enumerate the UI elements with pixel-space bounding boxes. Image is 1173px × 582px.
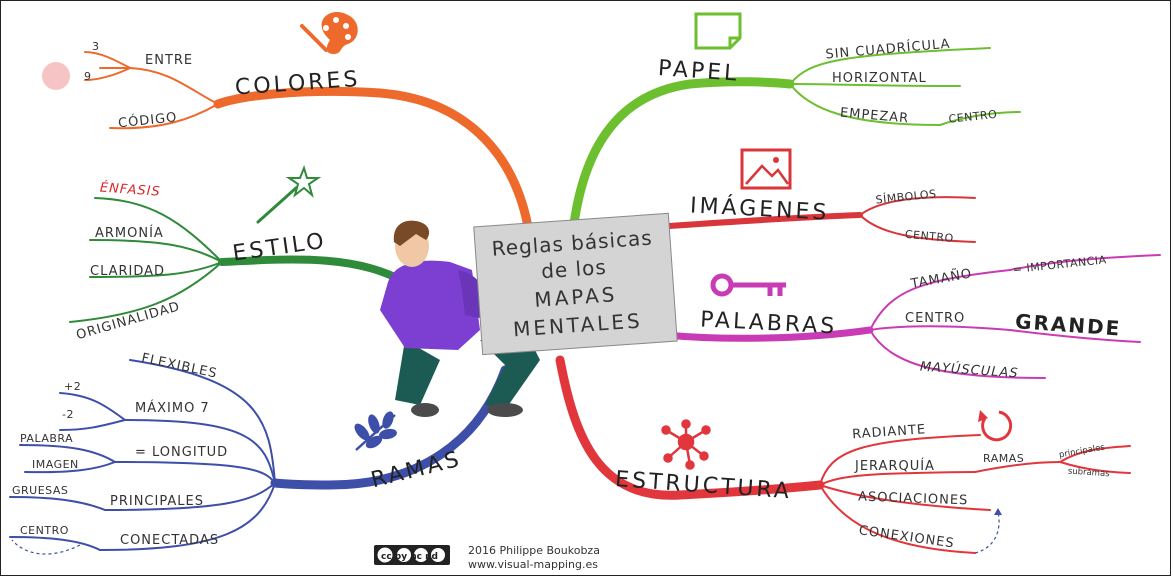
branch-palabras — [661, 326, 874, 342]
papel-label: PAPEL — [657, 56, 740, 87]
papel-subbranches — [789, 47, 1021, 126]
ramas-conectadas: CONECTADAS — [120, 533, 219, 548]
ramas-principales: PRINCIPALES — [110, 494, 204, 509]
palabras-centro: CENTRO — [905, 311, 965, 326]
estructura-dashed-connector — [974, 511, 1000, 554]
estilo-armonia: ARMONÍA — [95, 225, 164, 241]
palabras-subbranches — [869, 254, 1161, 379]
center-person-illustration — [380, 220, 540, 417]
refresh-icon — [978, 410, 1013, 442]
ramas-palabra: PALABRA — [20, 432, 73, 445]
estructura-subramas: subramas — [1067, 466, 1110, 479]
center-title-line2: de los — [540, 255, 607, 284]
ramas-longitud: = LONGITUD — [135, 445, 228, 460]
ramas-minus2: -2 — [62, 408, 74, 421]
branch-estilo — [218, 255, 414, 289]
estructura-subbranches — [819, 434, 1131, 554]
ramas-centro: CENTRO — [20, 524, 69, 537]
palabras-mayusculas: MAYÚSCULAS — [919, 359, 1019, 382]
branch-colores — [213, 86, 535, 245]
branch-estructura — [555, 355, 825, 500]
colores-entre: ENTRE — [145, 53, 193, 68]
arrowhead-icon — [994, 508, 1002, 515]
ramas-gruesas: GRUESAS — [12, 484, 68, 497]
imagenes-subbranches — [859, 196, 976, 243]
imagenes-centro: CENTRO — [904, 228, 954, 245]
estilo-subbranches — [69, 197, 223, 323]
credit-author[interactable]: 2016 Philippe Boukobza — [468, 544, 600, 557]
estructura-ramas: RAMAS — [983, 452, 1024, 465]
ramas-dashed-connector — [11, 539, 81, 555]
ramas-imagen: IMAGEN — [32, 458, 79, 471]
network-icon — [661, 419, 711, 470]
branch-ramas — [270, 365, 510, 490]
leaf-branch-icon — [354, 411, 397, 451]
palette-icon — [300, 12, 358, 55]
key-icon — [710, 273, 786, 297]
magic-wand-icon — [256, 164, 322, 224]
colores-n9: 9 — [84, 70, 92, 83]
color-dot — [42, 62, 70, 90]
ramas-maximo7: MÁXIMO 7 — [135, 400, 210, 416]
estilo-enfasis: ÉNFASIS — [99, 180, 161, 200]
colores-codigo: CÓDIGO — [117, 109, 178, 131]
estructura-jerarquia: JERARQUÍA — [854, 458, 935, 474]
imagenes-simbolos: SÍMBOLOS — [875, 187, 937, 206]
cc-license-text: cc by nc nd — [381, 552, 438, 562]
estilo-claridad: CLARIDAD — [90, 264, 165, 279]
estructura-radiante: RADIANTE — [852, 422, 927, 442]
paper-icon — [694, 12, 742, 50]
colores-subbranches — [84, 51, 219, 130]
estructura-asociaciones: ASOCIACIONES — [858, 490, 969, 509]
cc-license-badge: cc by nc nd — [374, 545, 450, 565]
ramas-plus2: +2 — [64, 380, 81, 393]
branch-papel — [567, 77, 795, 245]
papel-centro: CENTRO — [948, 108, 998, 126]
center-card: Reglas básicas de los MAPAS MENTALES — [473, 212, 678, 356]
ramas-subbranches — [9, 359, 276, 551]
papel-horizontal: HORIZONTAL — [832, 71, 927, 86]
picture-icon — [740, 148, 792, 190]
papel-empezar: EMPEZAR — [839, 106, 909, 127]
center-title-line3: MAPAS — [534, 282, 619, 312]
colores-n3: 3 — [92, 40, 100, 53]
credit-website-link[interactable]: www.visual-mapping.es — [468, 558, 598, 571]
